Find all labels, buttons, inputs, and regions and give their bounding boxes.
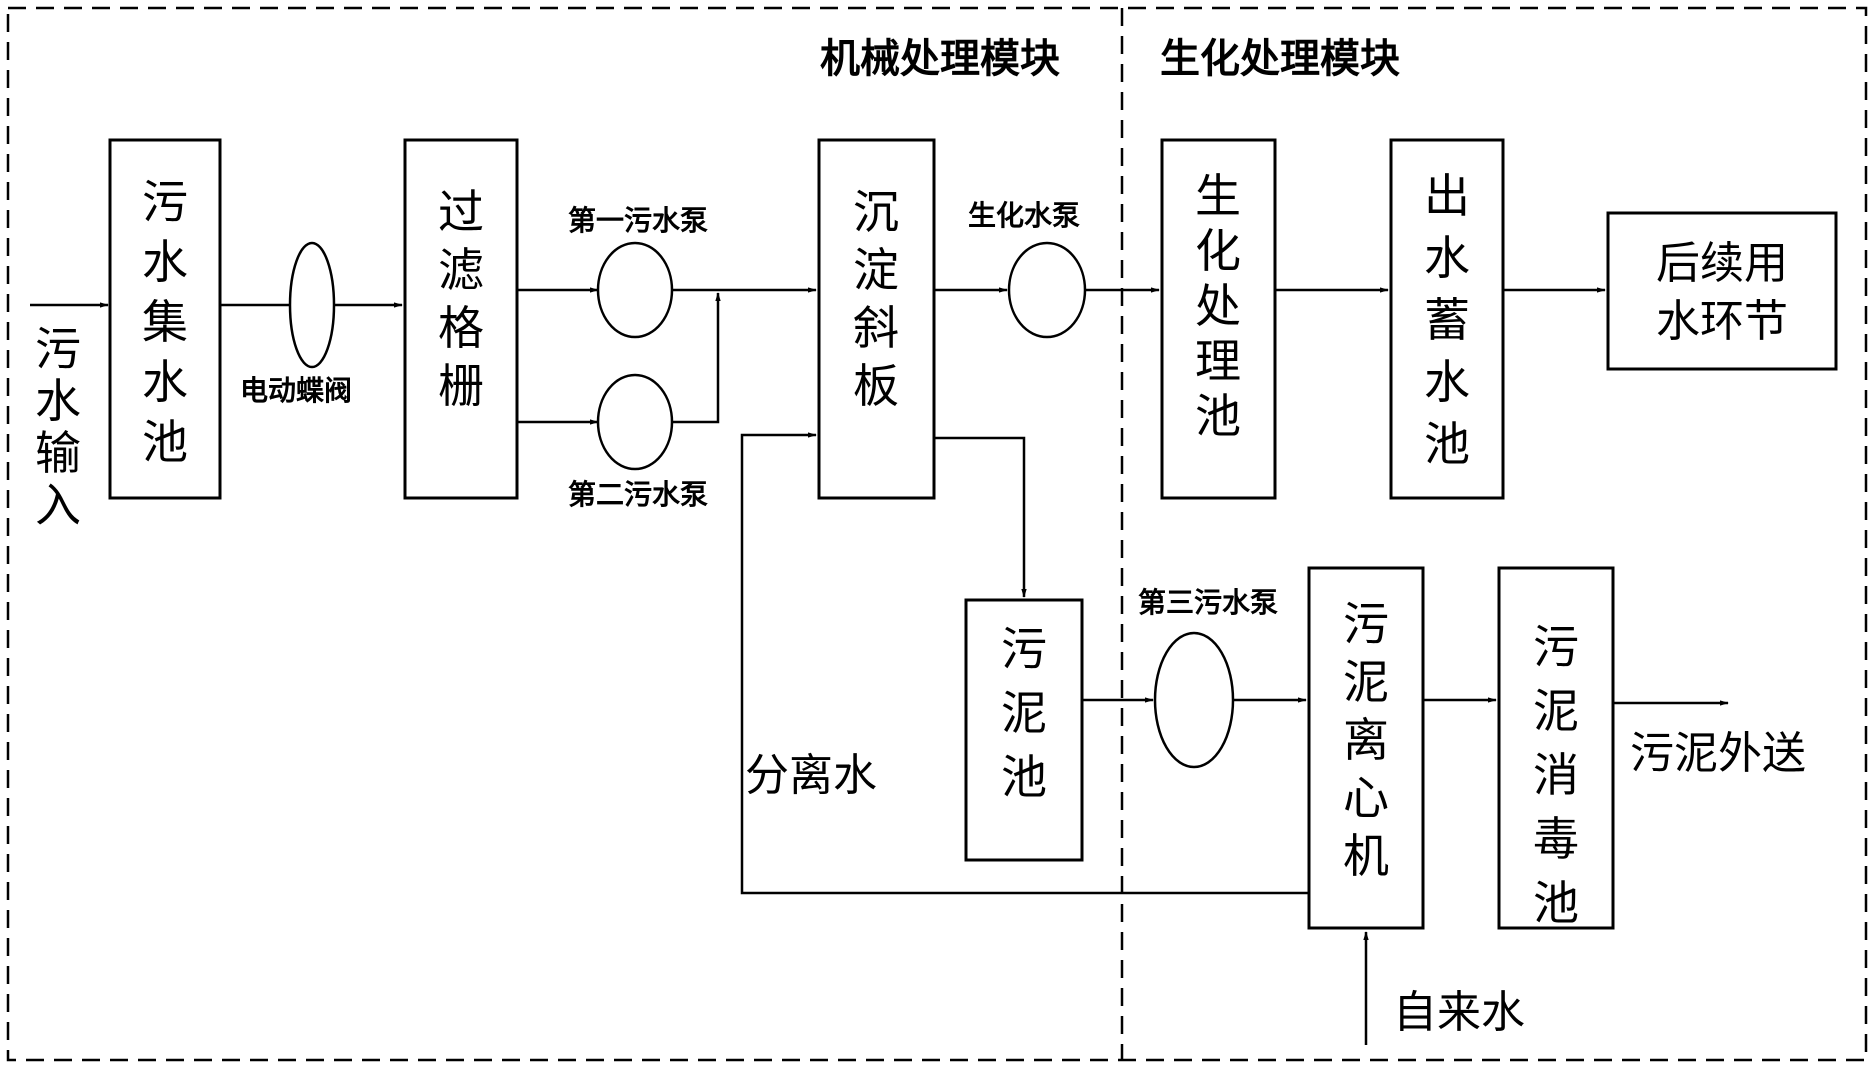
sewage-collection-tank-label-char: 集 — [142, 295, 188, 349]
biochemical-tank-label-char: 理 — [1195, 334, 1241, 388]
subsequent-water-use-line1: 后续用 — [1656, 238, 1788, 289]
biochemical-pump-label: 生化水泵 — [968, 199, 1080, 232]
sedimentation-plate-label-char: 斜 — [853, 301, 899, 355]
sludge-tank-label-char: 泥 — [1001, 686, 1047, 740]
biochemical-module-title: 生化处理模块 — [1160, 36, 1400, 82]
sludge-out-label: 污泥外送 — [1630, 728, 1806, 779]
biochemical-tank-label-char: 生 — [1195, 169, 1241, 223]
sewage-input-label-char: 入 — [35, 478, 81, 532]
sludge-tank-box — [964, 598, 1084, 862]
biochemical-tank-label-char: 化 — [1195, 224, 1241, 278]
sedimentation-plate-box — [817, 138, 936, 500]
second-sewage-pump-symbol — [596, 373, 674, 471]
sludge-tank-label-char: 污 — [1001, 622, 1047, 676]
sewage-input-label-char: 污 — [35, 322, 81, 376]
sludge-disinfection-tank-box — [1497, 566, 1615, 930]
outer-dashed-border — [6, 6, 1868, 1062]
outlet-storage-tank-label-char: 水 — [1424, 231, 1470, 285]
filter-grille-label-char: 栅 — [438, 359, 484, 413]
tap-water-label: 自来水 — [1393, 987, 1525, 1038]
sedimentation-plate-label-char: 板 — [853, 359, 899, 413]
electric-butterfly-valve-symbol — [288, 241, 336, 369]
sedimentation-plate-label-char: 淀 — [853, 243, 899, 297]
filter-grille-label-char: 格 — [438, 301, 484, 355]
sludge-disinfection-tank-label-char: 泥 — [1533, 684, 1579, 738]
sludge-centrifuge-label-char: 心 — [1343, 771, 1389, 825]
sludge-centrifuge-box — [1307, 566, 1425, 930]
biochemical-tank-label-char: 池 — [1195, 389, 1241, 443]
sludge-tank-label-char: 池 — [1001, 750, 1047, 804]
sewage-collection-tank-label-char: 污 — [142, 175, 188, 229]
sludge-tank-label: 污泥池 — [1001, 622, 1047, 804]
first-sewage-pump-label: 第一污水泵 — [568, 204, 708, 237]
biochemical-tank-box — [1160, 138, 1277, 500]
outlet-storage-tank-label-char: 池 — [1424, 417, 1470, 471]
sludge-disinfection-tank-label-char: 消 — [1533, 748, 1579, 802]
subsequent-water-use-box — [1606, 211, 1838, 371]
sludge-centrifuge-label-char: 机 — [1343, 829, 1389, 883]
sewage-collection-tank-label-char: 池 — [142, 415, 188, 469]
sludge-centrifuge-label-char: 污 — [1343, 597, 1389, 651]
sludge-centrifuge-label-char: 离 — [1343, 713, 1389, 767]
outlet-storage-tank-label-char: 出 — [1424, 169, 1470, 223]
third-sewage-pump-label: 第三污水泵 — [1138, 586, 1278, 619]
sewage-input-label-char: 输 — [35, 426, 81, 480]
sewage-collection-tank-label-char: 水 — [142, 235, 188, 289]
biochemical-tank-label-char: 处 — [1195, 279, 1241, 333]
flow-sedimentation-to-sludge-tank — [934, 436, 1027, 598]
sewage-collection-tank-box — [108, 138, 222, 500]
outlet-storage-tank-label-char: 水 — [1424, 355, 1470, 409]
sludge-disinfection-tank-label-char: 池 — [1533, 876, 1579, 930]
sewage-collection-tank-label-char: 水 — [142, 355, 188, 409]
filter-grille-label-char: 过 — [438, 185, 484, 239]
filter-grille-label-char: 滤 — [438, 243, 484, 297]
first-sewage-pump-symbol — [596, 241, 674, 339]
sludge-centrifuge-label-char: 泥 — [1343, 655, 1389, 709]
second-sewage-pump-label: 第二污水泵 — [568, 478, 708, 511]
sedimentation-plate-label-char: 沉 — [853, 185, 899, 239]
sewage-input-label-char: 水 — [35, 374, 81, 428]
biochemical-pump-symbol — [1007, 241, 1087, 339]
electric-butterfly-valve-label: 电动蝶阀 — [240, 374, 352, 407]
flow-separated-water-return — [740, 432, 1309, 895]
outlet-storage-tank-label-char: 蓄 — [1424, 293, 1470, 347]
mechanical-module-title: 机械处理模块 — [820, 36, 1060, 82]
subsequent-water-use-line2: 水环节 — [1656, 296, 1788, 347]
outlet-storage-tank-box — [1389, 138, 1505, 500]
sludge-disinfection-tank-label-char: 污 — [1533, 620, 1579, 674]
separated-water-label: 分离水 — [745, 750, 877, 801]
sludge-disinfection-tank-label-char: 毒 — [1533, 812, 1579, 866]
flow-pump2-merge — [672, 292, 721, 424]
third-sewage-pump-symbol — [1153, 631, 1235, 769]
filter-grille-box — [403, 138, 519, 500]
